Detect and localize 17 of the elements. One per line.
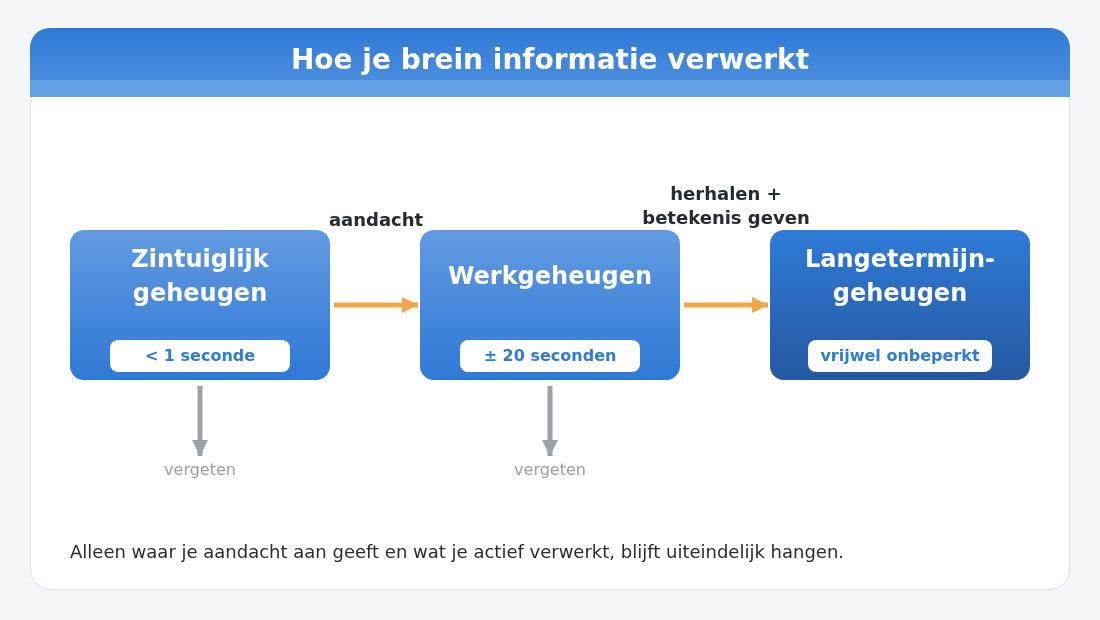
arrow [542, 386, 558, 456]
arrow [334, 297, 418, 313]
process-box [420, 230, 680, 380]
box-title: Zintuiglijk geheugen [130, 244, 270, 309]
title: Hoe je brein informatie verwerkt [290, 42, 810, 78]
process-box [70, 230, 330, 380]
outcome-label: vergeten [500, 458, 600, 482]
arrow [684, 297, 768, 313]
process-box [770, 230, 1030, 380]
outcome-label: vergeten [150, 458, 250, 482]
arrow [192, 386, 208, 456]
duration-pill: ± 20 seconden [460, 340, 640, 372]
duration-pill: < 1 seconde [110, 340, 290, 372]
box-title: Werkgeheugen [447, 261, 653, 292]
duration-pill: vrijwel onbeperkt [808, 340, 992, 372]
caption: Alleen waar je aandacht aan geeft en wat je actief verwerkt, blijft uiteindelijk hangen. [70, 540, 845, 564]
box-title: Langetermijn-geheugen [803, 244, 997, 309]
